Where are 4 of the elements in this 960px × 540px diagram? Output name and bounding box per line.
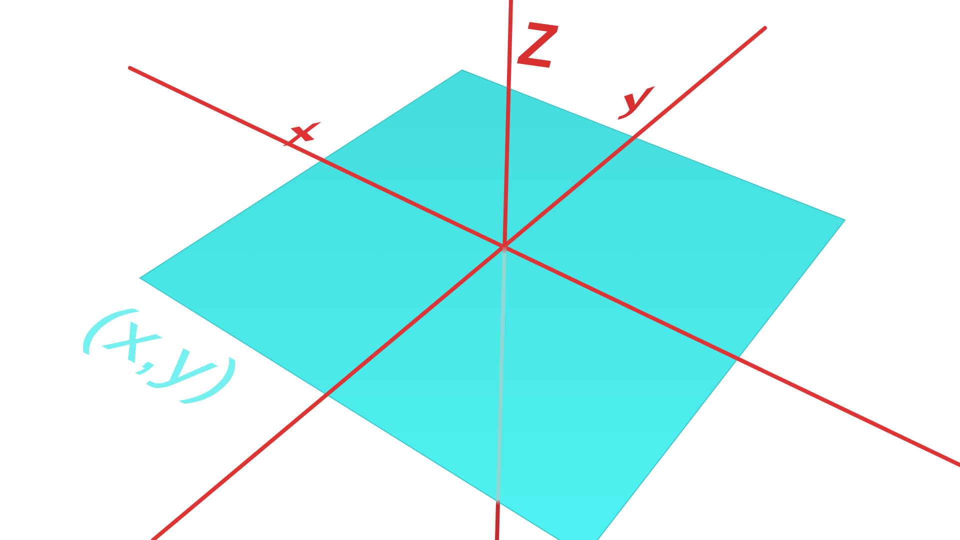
coordinate-label: (x,y) [69,294,258,410]
axis-label: Z [512,13,564,79]
axis-label: x [280,112,327,152]
axis-label: y [615,76,660,120]
